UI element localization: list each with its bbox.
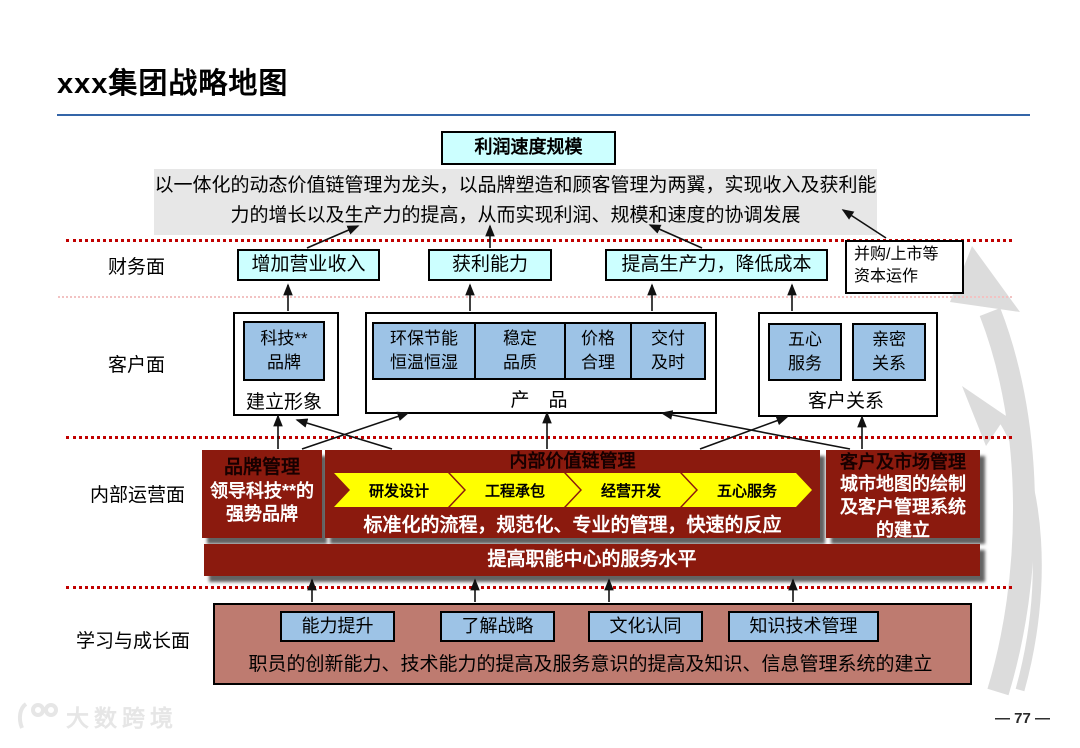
cell-line1: 五心: [788, 330, 822, 349]
valuechain-title: 内部价值链管理: [509, 451, 636, 471]
chevron-step-rd: 研发设计: [334, 473, 464, 507]
separator-line-4: [66, 586, 1012, 589]
row-label-internal: 内部运营面: [90, 485, 186, 506]
cell-line1: 亲密: [872, 330, 906, 349]
row-label-customer: 客户面: [108, 355, 166, 376]
finance-box-profit: 获利能力: [428, 249, 552, 281]
brand-mgmt-body: 领导科技**的强势品牌: [209, 481, 314, 524]
separator-line-2: [58, 296, 1012, 298]
chevron-step-service: 五心服务: [682, 473, 812, 507]
cell-line2: 关系: [872, 354, 906, 373]
chevron-step-operation: 经营开发: [566, 473, 696, 507]
cell-line1: 环保节能: [390, 329, 458, 348]
brand-line1: 科技**: [260, 329, 308, 348]
finance-box-revenue: 增加营业收入: [237, 249, 380, 281]
cell-line2: 服务: [788, 354, 822, 373]
product-cell-price: 价格 合理: [564, 322, 632, 380]
title-underline: [57, 114, 1030, 116]
watermark-text: 大数跨境: [66, 705, 178, 731]
learning-caption: 职员的创新能力、技术能力的提高及服务意识的提高及知识、信息管理系统的建立: [248, 654, 933, 675]
learning-box-capability: 能力提升: [280, 611, 395, 642]
capital-line1: 并购/上市等: [854, 246, 939, 263]
logo-icon: [17, 702, 58, 729]
market-mgmt-title: 客户及市场管理: [840, 452, 966, 472]
relation-cell-service: 五心 服务: [768, 323, 842, 381]
finance-box-productivity: 提高生产力，降低成本: [605, 249, 828, 281]
caption-image: 建立形象: [245, 392, 322, 413]
brand-line2: 品牌: [267, 353, 301, 372]
chevron-step-contract: 工程承包: [450, 473, 580, 507]
page-number: — 77 —: [995, 710, 1051, 727]
valuechain-slogan: 标准化的流程，规范化、专业的管理，快速的反应: [363, 515, 782, 536]
capital-line2: 资本运作: [854, 268, 919, 285]
learning-box-knowledge: 知识技术管理: [728, 611, 879, 642]
cell-line1: 交付: [651, 329, 685, 348]
caption-product: 产 品: [510, 390, 568, 411]
apex-goal-box: 利润速度规模: [441, 131, 616, 165]
brand-mgmt-title: 品牌管理: [223, 457, 300, 478]
vision-statement: 以一体化的动态价值链管理为龙头，以品牌塑造和顾客管理为两翼，实现收入及获利能力的…: [154, 169, 877, 235]
row-label-learning: 学习与成长面: [76, 631, 191, 652]
product-cell-delivery: 交付 及时: [630, 322, 706, 380]
customer-box-brand: 科技** 品牌: [243, 321, 325, 381]
service-level-bar: 提高职能中心的服务水平: [204, 544, 980, 576]
row-label-finance: 财务面: [108, 257, 166, 278]
finance-box-capital: 并购/上市等 资本运作: [845, 240, 964, 294]
learning-box-culture: 文化认同: [588, 611, 703, 642]
cell-line1: 稳定: [503, 329, 537, 348]
internal-box-market: 客户及市场管理 城市地图的绘制及客户管理系统的建立: [826, 450, 980, 538]
product-cell-eco: 环保节能 恒温恒湿: [372, 322, 476, 380]
watermark-logo: 大数跨境: [14, 698, 178, 734]
internal-box-brand: 品牌管理 领导科技**的强势品牌: [202, 450, 322, 538]
separator-line-1: [66, 239, 1012, 242]
page-title: xxx集团战略地图: [57, 68, 289, 100]
learning-box-strategy: 了解战略: [440, 611, 555, 642]
cell-line2: 恒温恒湿: [390, 353, 458, 372]
product-cell-quality: 稳定 品质: [474, 322, 566, 380]
cell-line2: 合理: [581, 353, 615, 372]
cell-line2: 及时: [651, 353, 685, 372]
separator-line-3: [66, 436, 1012, 439]
cell-line1: 价格: [581, 329, 615, 348]
market-mgmt-body: 城市地图的绘制及客户管理系统的建立: [840, 474, 966, 538]
caption-relation: 客户关系: [807, 391, 884, 412]
relation-cell-intimacy: 亲密 关系: [852, 323, 926, 381]
cell-line2: 品质: [503, 353, 537, 372]
